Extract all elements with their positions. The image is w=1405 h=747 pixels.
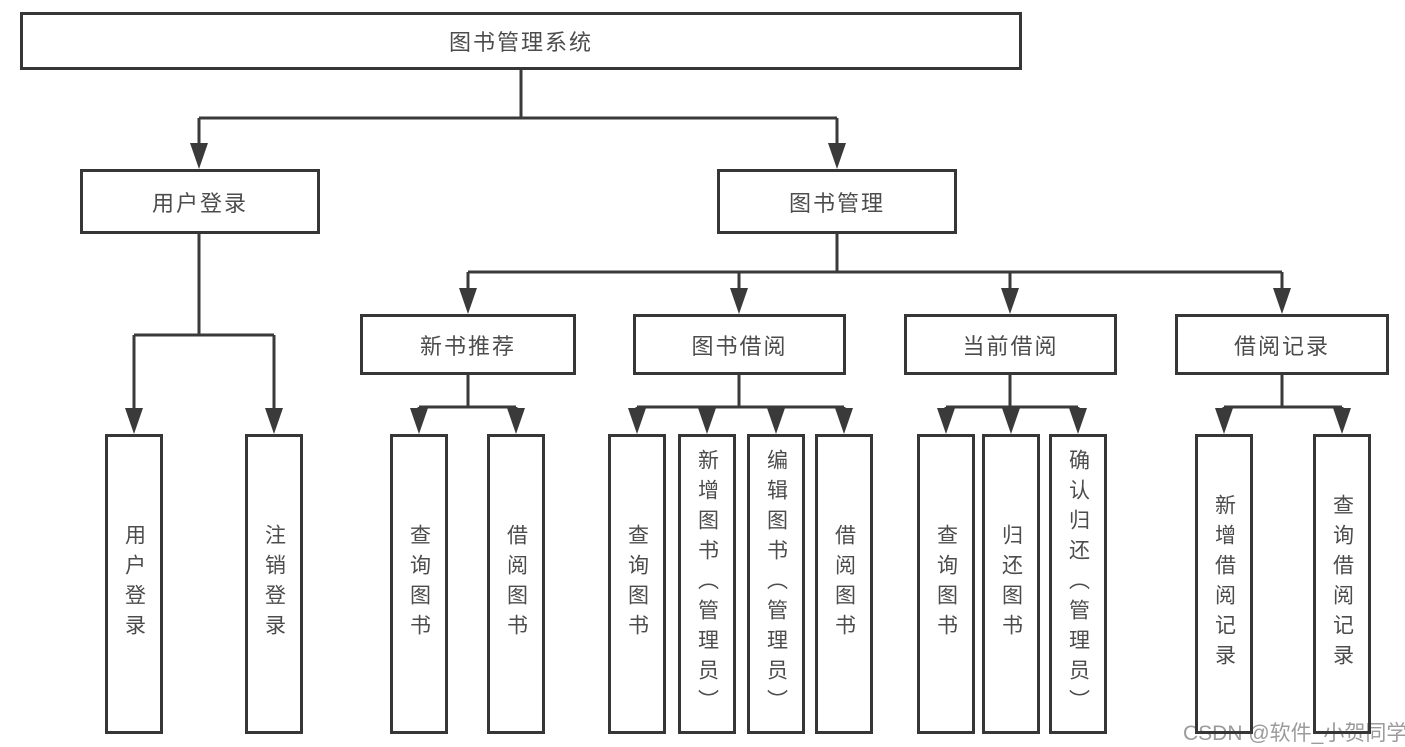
connector-user-login-group [132,234,276,410]
leaf-bb-borrow-books: 借阅图书 [815,434,873,734]
node-current-borrow-label: 当前借阅 [962,333,1059,359]
leaf-logout-label: 注销登录 [262,524,286,644]
node-borrow-records: 借阅记录 [1175,314,1389,375]
node-root-label: 图书管理系统 [448,30,593,55]
arrowhead-bb-add [698,408,716,434]
leaf-logout: 注销登录 [245,434,303,734]
node-new-books: 新书推荐 [360,314,576,375]
arrowhead-book-borrow [730,288,748,314]
csdn-watermark: CSDN @软件_小贺同学 [1183,722,1405,745]
arrowhead-new-books [459,288,477,314]
leaf-bb-edit-books-admin-label: 编辑图书（管理员） [764,449,788,719]
arrowhead-nb-query [410,408,428,434]
node-book-borrow: 图书借阅 [633,314,846,375]
leaf-bb-query-books: 查询图书 [608,434,666,734]
leaf-cb-return-books-label: 归还图书 [999,524,1023,644]
leaf-bb-query-books-label: 查询图书 [625,524,649,644]
arrowhead-leaf-logout [265,408,283,434]
leaf-nb-borrow-books: 借阅图书 [487,434,545,734]
arrowhead-current-borrow [1001,288,1019,314]
leaf-cb-confirm-return-admin: 确认归还（管理员） [1049,434,1107,734]
connector-new-books-group [417,375,518,410]
arrowhead-br-query [1333,408,1351,434]
leaf-bb-add-books-admin-label: 新增图书（管理员） [695,449,719,719]
arrowhead-cb-return [1002,408,1020,434]
leaf-br-add-borrow-record: 新增借阅记录 [1195,434,1253,734]
node-book-mgmt-label: 图书管理 [788,190,885,216]
arrowhead-cb-query [937,408,955,434]
leaf-cb-query-books-label: 查询图书 [934,524,958,644]
arrowhead-borrow-records [1273,288,1291,314]
arrowhead-bb-query [628,408,646,434]
node-book-borrow-label: 图书借阅 [691,333,788,359]
connector-book-borrow-group [635,375,846,410]
connector-book-mgmt-to-level3 [466,234,1284,290]
arrowhead-user-login [190,143,208,169]
leaf-br-add-borrow-record-label: 新增借阅记录 [1212,494,1236,674]
node-current-borrow: 当前借阅 [904,314,1117,375]
leaf-nb-borrow-books-label: 借阅图书 [504,524,528,644]
arrowhead-nb-borrow [507,408,525,434]
node-book-mgmt: 图书管理 [717,169,957,234]
leaf-bb-edit-books-admin: 编辑图书（管理员） [747,434,805,734]
leaf-user-login-label: 用户登录 [122,524,146,644]
leaf-cb-query-books: 查询图书 [917,434,975,734]
connector-borrow-records-group [1222,375,1344,410]
leaf-nb-query-books: 查询图书 [390,434,448,734]
arrowhead-book-mgmt [828,143,846,169]
arrowhead-cb-confirm [1069,408,1087,434]
arrowhead-br-add [1215,408,1233,434]
connector-current-borrow-group [944,375,1080,410]
arrowhead-bb-edit [767,408,785,434]
leaf-bb-borrow-books-label: 借阅图书 [832,524,856,644]
connector-root-to-level2 [197,70,839,145]
leaf-cb-confirm-return-admin-label: 确认归还（管理员） [1066,449,1090,719]
arrowhead-leaf-user-login [125,408,143,434]
leaf-user-login: 用户登录 [105,434,163,734]
leaf-br-query-borrow-record-label: 查询借阅记录 [1330,494,1354,674]
node-borrow-records-label: 借阅记录 [1233,333,1330,359]
leaf-bb-add-books-admin: 新增图书（管理员） [678,434,736,734]
leaf-nb-query-books-label: 查询图书 [407,524,431,644]
leaf-cb-return-books: 归还图书 [982,434,1040,734]
node-user-login: 用户登录 [80,169,320,234]
node-root-system: 图书管理系统 [20,12,1022,70]
leaf-br-query-borrow-record: 查询借阅记录 [1313,434,1371,734]
node-user-login-label: 用户登录 [151,190,248,216]
node-new-books-label: 新书推荐 [419,333,516,359]
arrowhead-bb-borrow [835,408,853,434]
